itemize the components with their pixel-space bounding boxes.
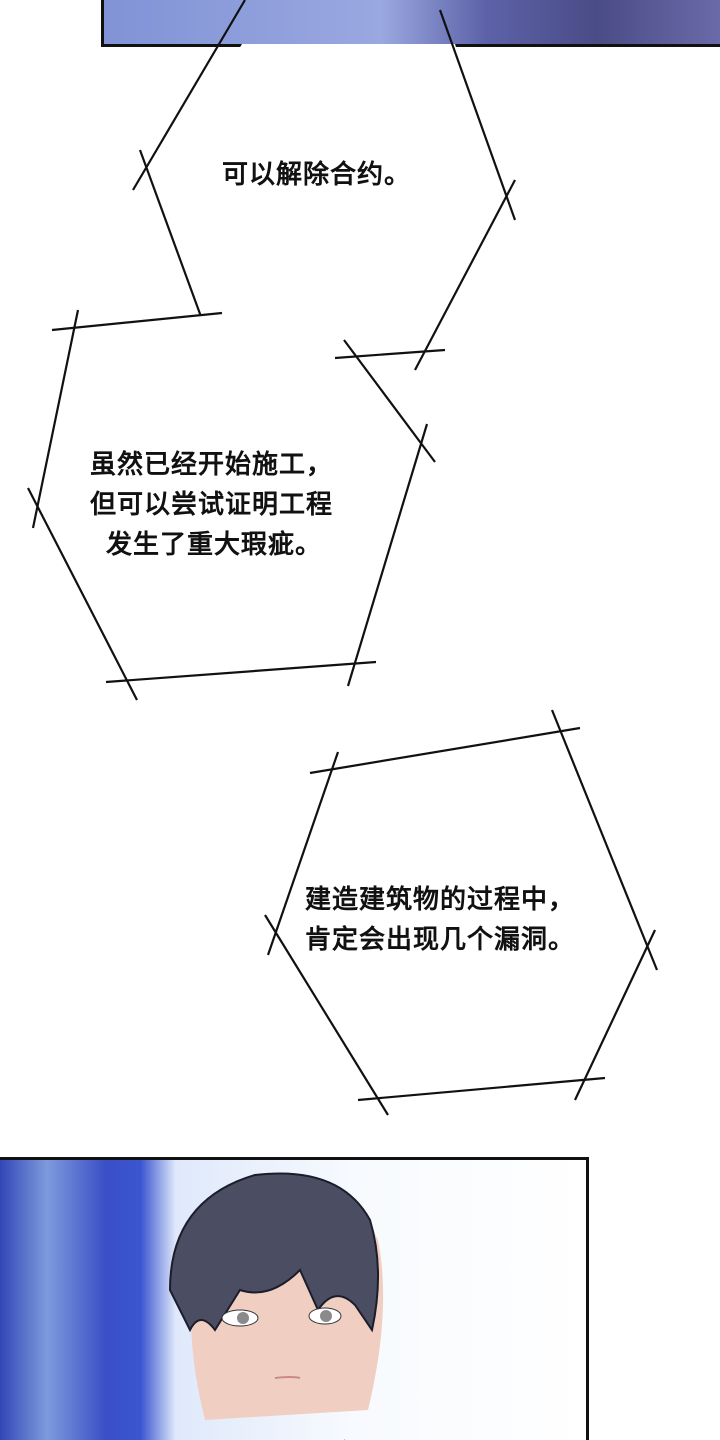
bubble-2-text: 虽然已经开始施工， 但可以尝试证明工程 发生了重大瑕疵。 [90, 445, 333, 565]
bubble-1-text: 可以解除合约。 [222, 155, 411, 195]
bubble-text-line: 但可以尝试证明工程 [90, 490, 334, 520]
speech-bubble-1 [160, 44, 505, 355]
bubble-text-line: 建造建筑物的过程中， [305, 885, 576, 915]
speech-bubble-2 [33, 315, 430, 680]
bubble-text-line: 发生了重大瑕疵。 [106, 530, 323, 560]
bubble-text-line: 虽然已经开始施工， [90, 450, 334, 480]
bubble-text-line: 可以解除合约。 [222, 160, 412, 190]
character-illustration [168, 1172, 384, 1440]
bubble-text-line: 肯定会出现几个漏洞。 [305, 925, 576, 955]
bubble-3-text: 建造建筑物的过程中， 肯定会出现几个漏洞。 [305, 880, 575, 960]
speech-bubble-3 [270, 732, 655, 1100]
bottom-comic-panel [0, 1157, 589, 1440]
